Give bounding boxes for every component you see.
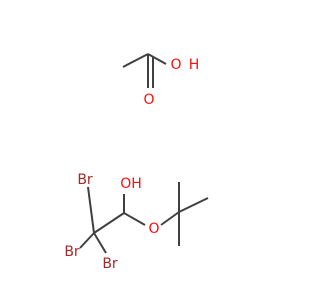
atom-label-o-carbonyl: O: [143, 92, 154, 108]
atom-label-o-hydroxyl: O: [170, 57, 181, 73]
bond-ch-to-o-ether: [123, 212, 146, 226]
atom-label-br-bottom: Br: [102, 256, 118, 272]
atom-label-h-hydroxyl: H: [189, 57, 200, 73]
atom-label-o-ether: O: [148, 221, 159, 237]
bond-c-carboxyl-to-o-hydroxyl: [147, 53, 167, 65]
bond-c-methyl-to-c-carboxyl: [122, 53, 149, 68]
bond-cbr3-to-br-bottom: [93, 232, 107, 254]
bond-c-quaternary-to-methyl-right: [178, 197, 209, 213]
bond-o-ether-to-c-quaternary: [160, 211, 180, 226]
structure-drawing: O H O Br Br Br OH O: [64, 53, 209, 272]
atom-label-br-top: Br: [77, 172, 93, 188]
tribromo-tert-butoxy-ethanol-molecule: Br Br Br OH O: [64, 172, 209, 272]
acetic-acid-molecule: O H O: [122, 53, 200, 108]
bond-cbr3-to-br-left: [79, 232, 95, 249]
atom-label-hydroxyl: OH: [120, 176, 142, 192]
structure-canvas: O H O Br Br Br OH O: [64, 53, 209, 272]
atom-label-br-left: Br: [64, 244, 80, 260]
bond-cbr3-to-ch: [93, 212, 125, 234]
bond-cbr3-to-br-top: [87, 186, 95, 234]
